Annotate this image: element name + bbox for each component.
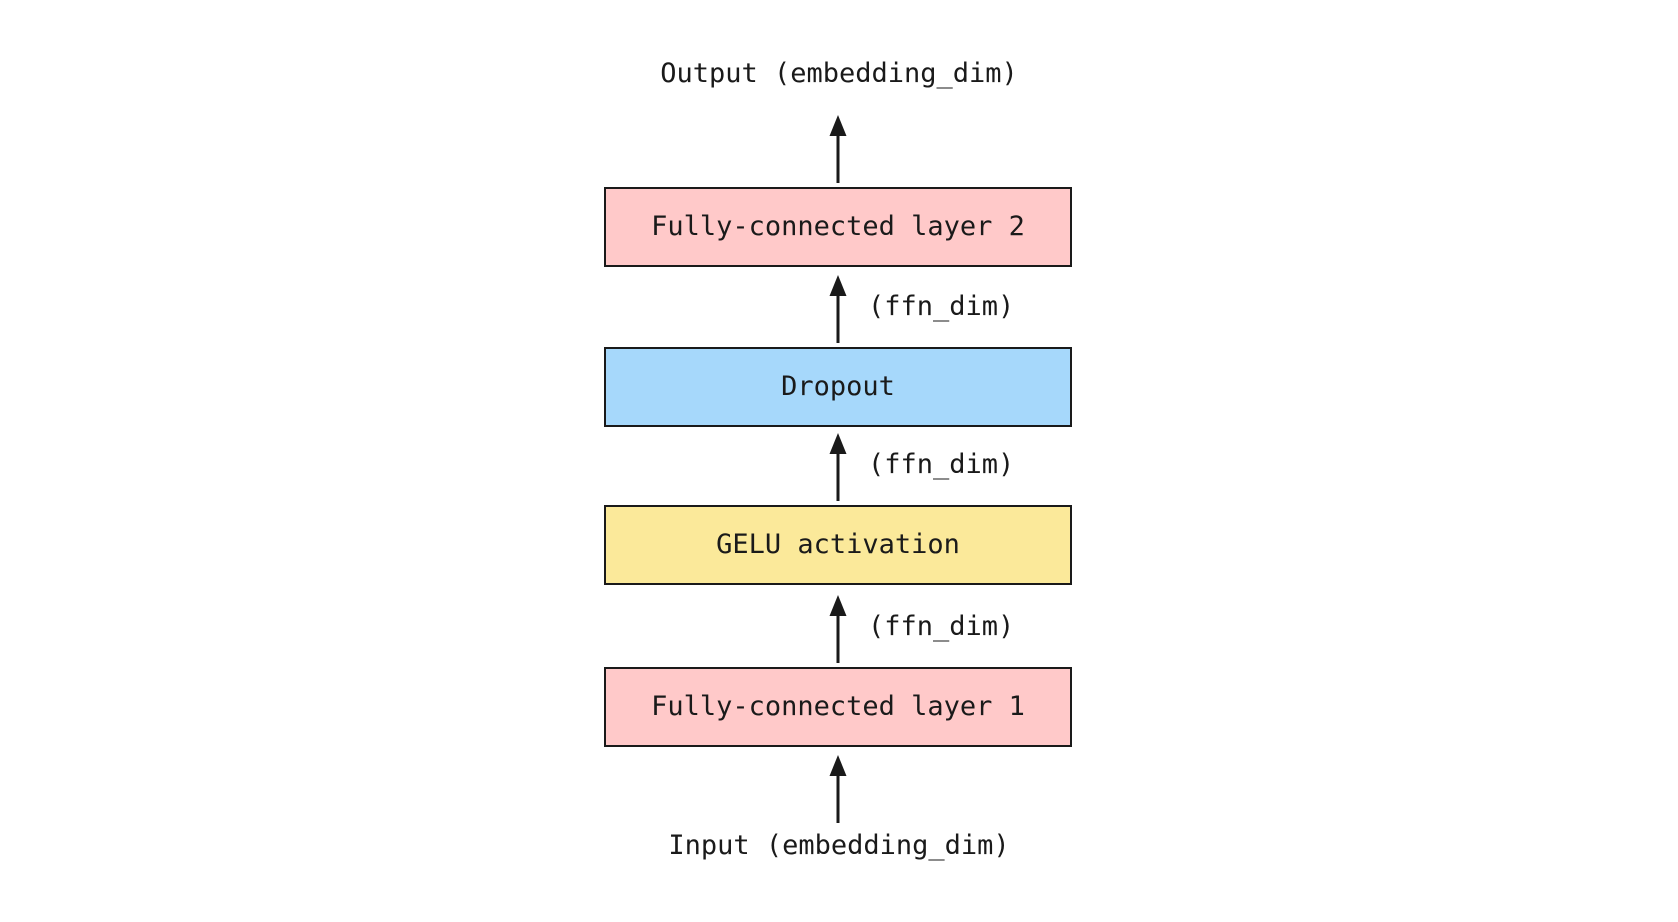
output-label: Output (embedding_dim) [660,58,1018,89]
node-fully-connected-layer-1-label: Fully-connected layer 1 [651,691,1025,722]
node-fully-connected-layer-2[interactable]: Fully-connected layer 2 [604,187,1072,267]
arrow-fc1-to-gelu [824,595,852,663]
edge-label-dropout-to-fc2: (ffn_dim) [868,291,1015,322]
arrow-dropout-to-fc2 [824,275,852,343]
node-fully-connected-layer-1[interactable]: Fully-connected layer 1 [604,667,1072,747]
node-dropout-label: Dropout [781,371,895,402]
edge-label-gelu-to-dropout: (ffn_dim) [868,449,1015,480]
arrow-fc2-to-output [824,115,852,183]
input-label: Input (embedding_dim) [668,830,1010,861]
node-dropout[interactable]: Dropout [604,347,1072,427]
arrow-input-to-fc1 [824,755,852,823]
arrow-gelu-to-dropout [824,433,852,501]
edge-label-fc1-to-gelu: (ffn_dim) [868,611,1015,642]
node-gelu-activation-label: GELU activation [716,529,960,560]
node-fully-connected-layer-2-label: Fully-connected layer 2 [651,211,1025,242]
node-gelu-activation[interactable]: GELU activation [604,505,1072,585]
